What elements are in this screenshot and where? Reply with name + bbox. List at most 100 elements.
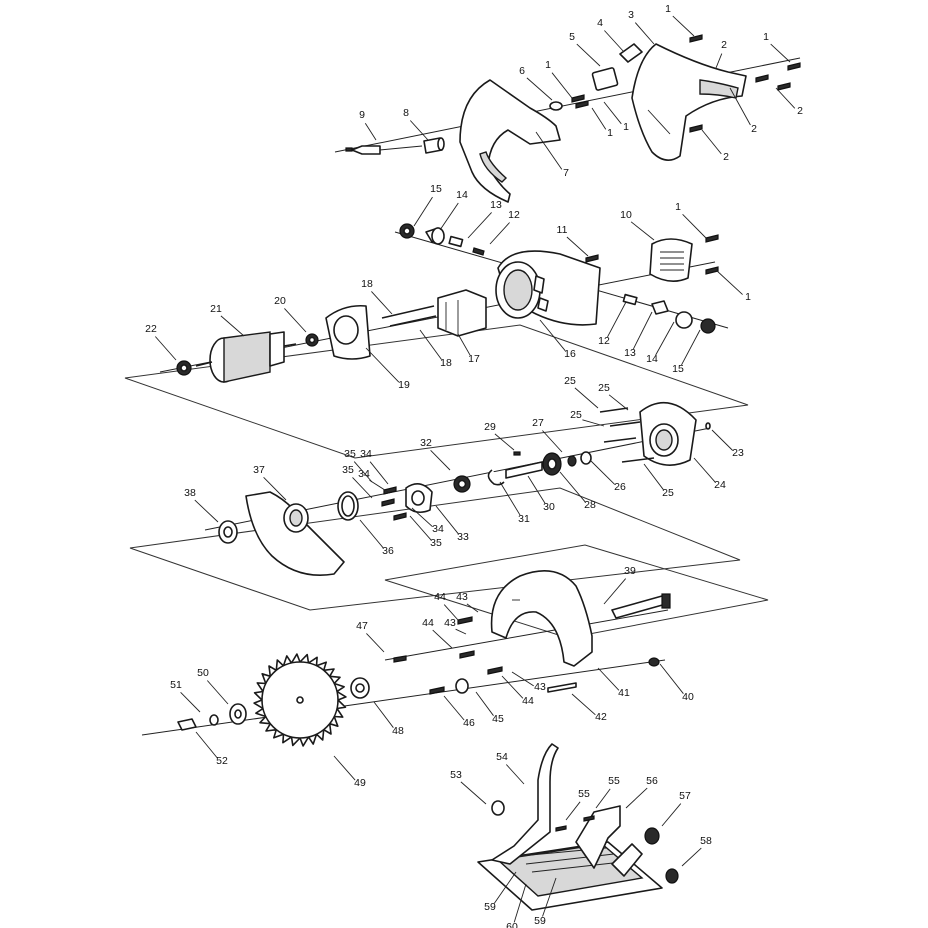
callout-label: 13 — [624, 347, 636, 359]
callout-leader — [604, 30, 625, 53]
callout-label: 47 — [356, 620, 368, 632]
callout-label: 58 — [700, 835, 712, 847]
callout-label: 21 — [210, 303, 222, 315]
plate-screws — [381, 486, 407, 521]
power-cord-plug — [345, 145, 423, 155]
cord-sleeve — [423, 137, 445, 154]
gear-housing-pin — [705, 422, 711, 430]
callout-leader — [655, 321, 675, 356]
callout-label: 5 — [569, 31, 575, 43]
callout-leader — [565, 801, 581, 821]
callout-label: 4 — [597, 17, 603, 29]
callout-label: 59 — [484, 901, 496, 913]
callout-leader — [681, 847, 702, 867]
callout-leader — [263, 476, 287, 501]
callout-label: 37 — [253, 464, 265, 476]
callout-label: 14 — [646, 353, 658, 365]
callout-leader — [467, 212, 492, 239]
handle-left-half — [459, 79, 561, 203]
callout-label: 1 — [623, 121, 629, 133]
callout-leader — [681, 329, 701, 366]
bevel-bracket-front — [491, 743, 559, 865]
callout-leader — [539, 319, 566, 352]
callout-leader — [494, 433, 515, 451]
armature-bearing — [305, 333, 319, 347]
callout-label: 12 — [598, 335, 610, 347]
callout-leader — [661, 803, 682, 827]
callout-leader — [443, 695, 465, 721]
gear-housing — [639, 401, 697, 466]
handle-screw-boss — [549, 101, 563, 111]
callout-label: 49 — [354, 777, 366, 789]
callout-leader — [499, 481, 521, 516]
guard-spring — [337, 491, 359, 521]
callout-leader — [672, 15, 695, 37]
callout-leader — [511, 671, 534, 687]
callout-label: 60 — [506, 921, 518, 928]
field-stator — [437, 289, 487, 337]
callout-label: 19 — [398, 379, 410, 391]
callout-leader — [711, 429, 734, 451]
callout-label: 57 — [679, 790, 691, 802]
callout-leader — [443, 604, 459, 621]
callout-leader — [333, 755, 356, 781]
callout-label: 44 — [522, 695, 534, 707]
callout-label: 54 — [496, 751, 508, 763]
guard-bolts — [429, 616, 503, 695]
callout-leader — [715, 53, 723, 69]
callout-label: 13 — [490, 199, 502, 211]
callout-leader — [366, 633, 385, 653]
callout-label: 43 — [444, 617, 456, 629]
callout-leader — [371, 291, 393, 315]
spindle-bearing — [453, 475, 471, 493]
spindle-key — [513, 451, 521, 456]
callout-label: 48 — [392, 725, 404, 737]
callout-label: 20 — [274, 295, 286, 307]
callout-leader — [701, 129, 722, 155]
callout-leader — [154, 336, 177, 361]
callout-label: 36 — [382, 545, 394, 557]
callout-label: 1 — [763, 31, 769, 43]
callout-leader — [729, 87, 751, 126]
callout-leader — [432, 629, 453, 649]
callout-leader — [460, 781, 487, 805]
callout-leader — [409, 515, 432, 541]
callout-label: 11 — [557, 224, 568, 236]
callout-label: 18 — [361, 278, 373, 290]
callout-leader — [625, 787, 648, 809]
callout-leader — [466, 603, 479, 613]
callout-leader — [353, 461, 373, 483]
callout-leader — [559, 471, 586, 503]
callout-leader — [489, 222, 510, 245]
callout-leader — [682, 213, 707, 239]
callout-label: 27 — [532, 417, 544, 429]
callout-leader — [659, 663, 684, 694]
callout-leader — [693, 457, 716, 483]
callout-leader — [535, 131, 563, 170]
guard-washer — [218, 520, 238, 544]
guide-knob-58 — [665, 868, 679, 884]
callout-leader — [770, 43, 791, 63]
callout-label: 25 — [564, 375, 576, 387]
callout-leader — [411, 507, 433, 528]
callout-label: 55 — [608, 775, 620, 787]
callout-leader — [373, 701, 394, 728]
callout-label: 2 — [721, 39, 727, 51]
stator-screws — [381, 305, 437, 327]
cover-screws — [585, 234, 719, 275]
callout-label: 34 — [358, 468, 370, 480]
callout-label: 44 — [434, 591, 446, 603]
drive-gear — [542, 452, 562, 476]
switch-lock-button — [591, 67, 619, 91]
callout-leader — [630, 221, 655, 241]
callout-label: 56 — [646, 775, 658, 787]
callout-label: 59 — [534, 915, 546, 927]
motor-rear-cover — [649, 238, 693, 282]
brush-holder-left — [425, 227, 445, 245]
callout-label: 35 — [342, 464, 354, 476]
part-callouts: 1111122223456789101111121213131414151516… — [145, 3, 803, 928]
brush-cap-left — [399, 223, 415, 239]
callout-leader — [365, 347, 400, 383]
switch-trigger — [619, 43, 643, 63]
callout-label: 6 — [519, 65, 525, 77]
